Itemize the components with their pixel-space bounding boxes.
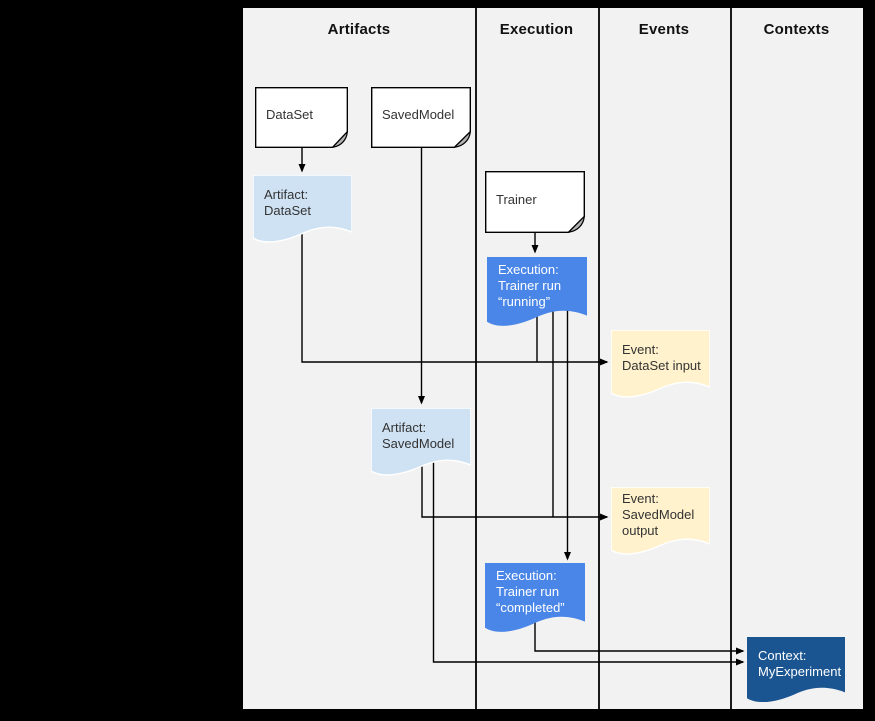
connector-artifact-savedmodel-to-event-savedmodel-output xyxy=(421,460,609,521)
node-label: Event: DataSet input xyxy=(622,342,701,373)
node-label: DataSet xyxy=(266,107,313,123)
card-shape xyxy=(485,171,585,233)
node-label: Event: SavedModel output xyxy=(622,491,695,538)
node-label: Execution: Trainer run “completed” xyxy=(496,567,565,615)
connector-artifact-savedmodel-to-context xyxy=(432,460,745,666)
node-artifact-dataset[interactable]: Artifact: DataSet xyxy=(253,175,352,245)
node-event-dataset-input[interactable]: Event: DataSet input xyxy=(611,330,710,400)
card-shape xyxy=(371,87,471,148)
column-divider-3 xyxy=(730,8,732,709)
node-label: Artifact: SavedModel xyxy=(382,420,455,451)
document-shape xyxy=(611,487,710,555)
node-execution-completed[interactable]: Execution: Trainer run “completed” xyxy=(485,563,585,635)
node-label: Trainer xyxy=(496,191,537,207)
connector-artifact-dataset-to-event-dataset-input xyxy=(301,223,609,366)
node-label: Execution: Trainer run “running” xyxy=(498,261,562,309)
column-header-contexts: Contexts xyxy=(763,20,830,38)
node-label: Artifact: DataSet xyxy=(264,187,311,218)
column-header-events: Events xyxy=(638,20,690,38)
node-event-savedmodel-output[interactable]: Event: SavedModel output xyxy=(611,487,710,557)
diagram-canvas: Artifacts Execution Events Contexts xyxy=(243,8,863,709)
column-divider-2 xyxy=(598,8,600,709)
document-shape xyxy=(487,257,587,326)
folded-corner xyxy=(333,132,348,148)
document-shape xyxy=(611,330,710,398)
connector-execution-completed-to-context xyxy=(534,618,745,655)
node-label: SavedModel xyxy=(382,107,455,123)
connector-lines xyxy=(298,146,745,666)
node-execution-running[interactable]: Execution: Trainer run “running” xyxy=(487,257,587,329)
card-shape xyxy=(255,87,348,148)
node-dataset[interactable]: DataSet xyxy=(255,87,348,148)
folded-corner xyxy=(455,132,471,148)
folded-corner xyxy=(569,217,585,233)
node-context-myexperiment[interactable]: Context: MyExperiment xyxy=(747,637,845,705)
column-divider-1 xyxy=(475,8,477,709)
document-shape xyxy=(253,175,352,243)
node-trainer[interactable]: Trainer xyxy=(485,171,585,233)
column-header-artifacts: Artifacts xyxy=(327,20,391,38)
node-savedmodel[interactable]: SavedModel xyxy=(371,87,471,148)
document-shape xyxy=(371,408,471,476)
document-shape xyxy=(485,563,585,632)
document-shape xyxy=(747,637,845,703)
node-artifact-savedmodel[interactable]: Artifact: SavedModel xyxy=(371,408,471,478)
node-label: Context: MyExperiment xyxy=(758,648,842,680)
column-header-execution: Execution xyxy=(499,20,574,38)
